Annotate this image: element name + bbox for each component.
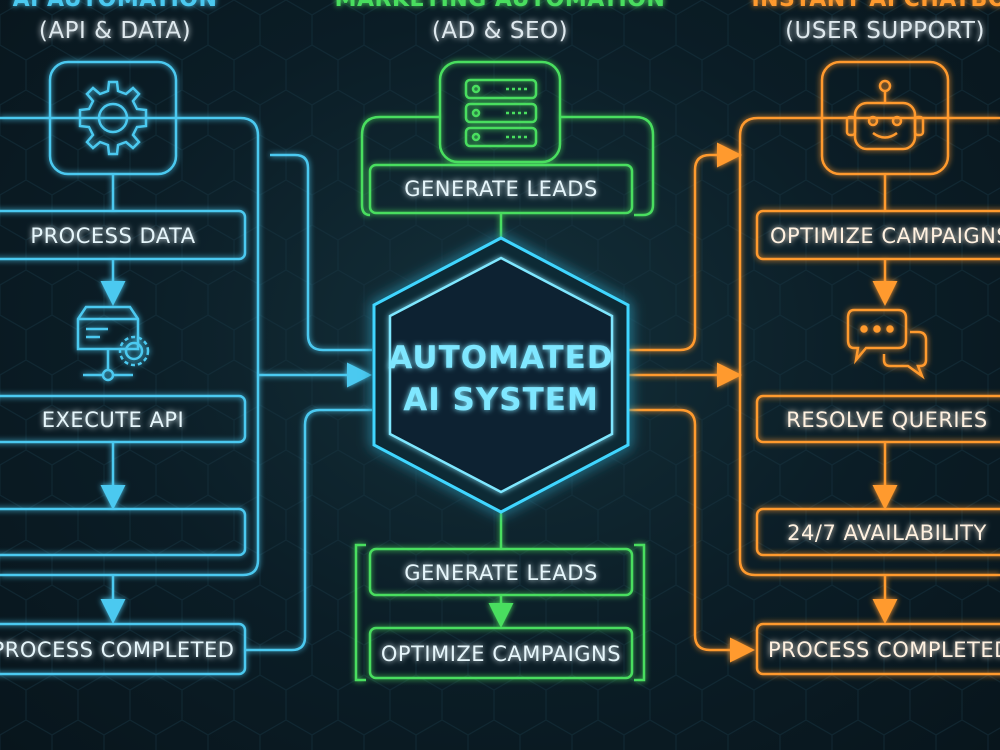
- right-step-label-2: RESOLVE QUERIES: [786, 408, 987, 432]
- left-step-box-1: [0, 209, 247, 261]
- core-title-line-2: AI SYSTEM: [403, 382, 599, 418]
- server-icon: [464, 78, 538, 148]
- server-gear-icon: [76, 305, 150, 382]
- center-bottom-frame: [354, 543, 646, 682]
- right-step-label-final: PROCESS COMPLETED: [768, 638, 1000, 662]
- left-step-label-1: PROCESS DATA: [30, 224, 195, 248]
- left-link-top: [270, 153, 372, 352]
- right-link-bottom: [628, 408, 755, 663]
- center-bottom-step-box-2: [368, 626, 634, 680]
- center-top-frame: [360, 115, 655, 217]
- center-column: MARKETING AUTOMATION (AD & SEO) GENERATE…: [335, 0, 666, 682]
- center-bottom-step-label-2: OPTIMIZE CAMPAIGNS: [381, 642, 621, 666]
- right-column: INSTANT AI CHATBOT (USER SUPPORT) OPTIMI…: [628, 0, 1000, 676]
- center-bottom-step-label-1: GENERATE LEADS: [404, 561, 598, 585]
- right-step-label-3: 24/7 AVAILABILITY: [787, 521, 987, 545]
- left-link-bottom: [245, 408, 372, 652]
- right-step-box-final: [755, 622, 1000, 676]
- center-top-step-label: GENERATE LEADS: [404, 177, 598, 201]
- left-step-box-3: [0, 507, 247, 557]
- core-hexagon: AUTOMATED AI SYSTEM: [372, 236, 630, 514]
- left-step-box-2: [0, 394, 247, 444]
- left-column: AI AUTOMATION (API & DATA) PROCESS DATA: [0, 0, 372, 676]
- left-frame: [0, 116, 260, 577]
- right-step-box-2: [755, 394, 1000, 444]
- core-hexagon-inner: [388, 256, 614, 494]
- right-column-title: INSTANT AI CHATBOT: [751, 0, 1000, 12]
- left-column-title: AI AUTOMATION: [13, 0, 218, 12]
- center-icon-box: [438, 60, 562, 164]
- right-column-subtitle: (USER SUPPORT): [785, 18, 985, 44]
- right-step-box-1: [755, 209, 1000, 261]
- right-frame: [738, 116, 1000, 577]
- center-column-subtitle: (AD & SEO): [432, 18, 568, 44]
- right-link-top: [628, 142, 742, 352]
- gear-icon: [78, 80, 148, 156]
- right-step-label-1: OPTIMIZE CAMPAIGNS: [770, 224, 1000, 248]
- core-title-line-1: AUTOMATED: [388, 340, 613, 376]
- left-step-label-final: PROCESS COMPLETED: [0, 638, 234, 662]
- left-step-label-2: EXECUTE API: [42, 408, 184, 432]
- center-column-title: MARKETING AUTOMATION: [335, 0, 666, 12]
- left-column-subtitle: (API & DATA): [39, 18, 191, 44]
- right-step-box-3: [755, 507, 1000, 557]
- robot-icon: [845, 79, 925, 151]
- chat-bubbles-icon: [846, 308, 928, 380]
